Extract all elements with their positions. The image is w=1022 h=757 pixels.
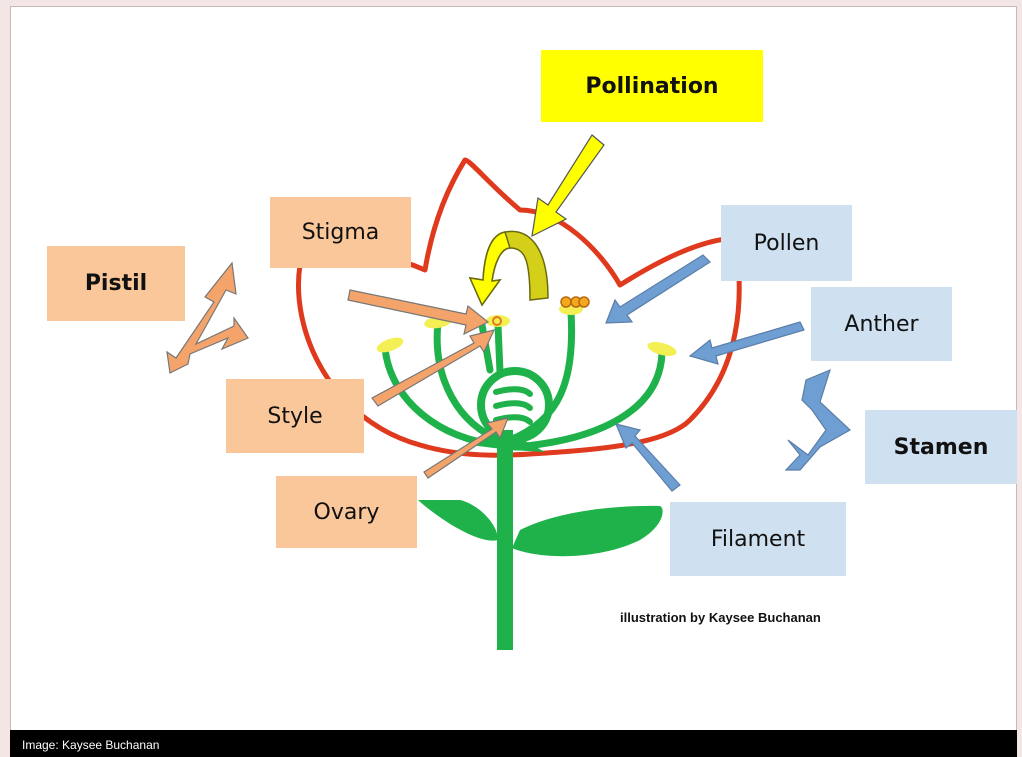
pollen-label: Pollen (721, 205, 852, 281)
pollen-grains (561, 297, 589, 307)
pollination-arrow (532, 135, 604, 236)
stigma-arrow (348, 290, 488, 334)
stigma-label: Stigma (270, 197, 411, 268)
filament-label: Filament (670, 502, 846, 576)
ovules (496, 389, 530, 422)
illustration-credit: illustration by Kaysee Buchanan (620, 610, 821, 625)
pollination-curve-front (470, 232, 510, 305)
left-leaf (418, 500, 498, 541)
pollination-label: Pollination (541, 50, 763, 122)
right-leaf (512, 506, 663, 556)
anther-arrow (690, 322, 804, 364)
stem (497, 430, 513, 650)
footer-credit: Image: Kaysee Buchanan (22, 738, 159, 752)
footer-bar: Image: Kaysee Buchanan (10, 730, 1017, 757)
ovary-label: Ovary (276, 476, 417, 548)
anther-label: Anther (811, 287, 952, 361)
style-label: Style (226, 379, 364, 453)
style (498, 325, 500, 372)
stamen-label: Stamen (865, 410, 1017, 484)
stamen-arrow (786, 370, 850, 470)
pistil-label: Pistil (47, 246, 185, 321)
